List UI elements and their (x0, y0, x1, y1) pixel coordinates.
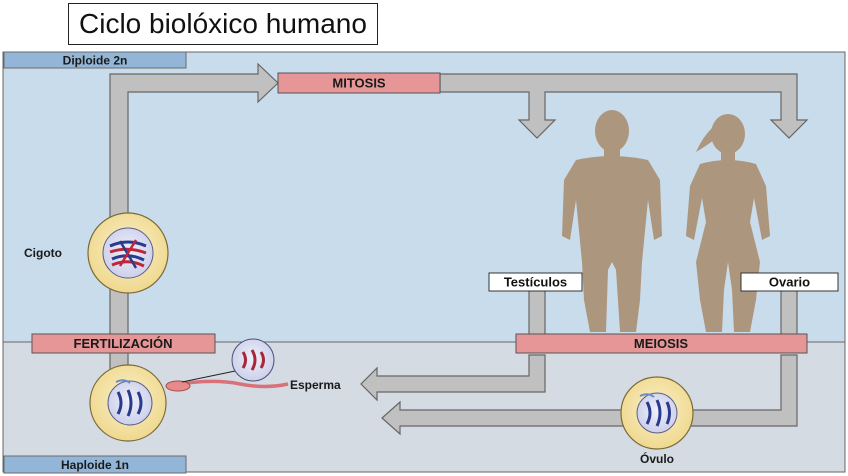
svg-text:Testículos: Testículos (504, 275, 567, 290)
haploid-label: Haploide 1n (3, 455, 187, 474)
svg-text:Diploide 2n: Diploide 2n (63, 54, 128, 68)
zygote-label: Cigoto (24, 246, 62, 260)
ovum-cell (620, 376, 694, 450)
diploid-label: Diploide 2n (3, 51, 187, 69)
diagram-title: Ciclo biolóxico humano (68, 3, 378, 45)
svg-text:MITOSIS: MITOSIS (332, 76, 386, 91)
male-figure (562, 110, 662, 332)
egg-cell-fertilization (89, 364, 167, 442)
zygote-cell (87, 212, 169, 294)
testes-label: Testículos (488, 272, 583, 292)
svg-text:MEIOSIS: MEIOSIS (634, 336, 689, 351)
fertilization-box: FERTILIZACIÓN (31, 333, 216, 354)
mitosis-box: MITOSIS (277, 72, 441, 94)
sperm-cell (165, 338, 289, 392)
band-testes-to-meiosis (528, 289, 546, 336)
sperm-label: Esperma (290, 378, 341, 392)
svg-text:Haploide 1n: Haploide 1n (61, 458, 129, 472)
ovum-label: Óvulo (640, 451, 674, 466)
svg-text:FERTILIZACIÓN: FERTILIZACIÓN (74, 336, 173, 351)
meiosis-box: MEIOSIS (515, 333, 808, 354)
band-ovary-to-meiosis (780, 289, 798, 336)
arrow-meiosis-to-sperm (360, 354, 546, 402)
svg-text:Ovario: Ovario (769, 275, 810, 290)
arrow-mitosis-to-adults (439, 73, 809, 139)
ovary-label: Ovario (740, 272, 839, 292)
